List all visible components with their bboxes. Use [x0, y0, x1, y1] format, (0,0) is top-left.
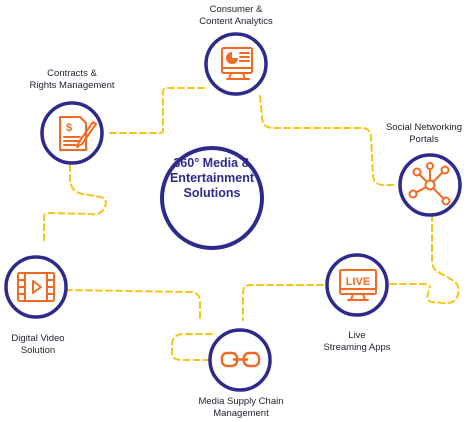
connector-video-supply — [65, 289, 201, 321]
live-tv-icon: LIVE — [339, 269, 377, 301]
label-supply-chain: Media Supply Chain Management — [198, 396, 284, 419]
svg-text:$: $ — [66, 122, 72, 134]
label-social: Social Networking Portals — [385, 122, 463, 145]
label-consumer-analytics: Consumer & Content Analytics — [199, 4, 273, 27]
video-player-icon — [17, 272, 55, 302]
label-digital-video: Digital Video Solution — [11, 333, 65, 356]
connector-supply-loop — [171, 333, 213, 361]
connector-contracts-analytics — [109, 87, 208, 134]
center-title-line2: Entertainment — [169, 171, 255, 185]
node-ring-analytics — [204, 32, 268, 96]
live-badge-text: LIVE — [346, 276, 370, 288]
center-title: 360° Media & Entertainment Solutions — [150, 156, 274, 201]
connector-lines — [43, 87, 460, 361]
connector-analytics-social — [259, 95, 397, 186]
center-title-line3: Solutions — [183, 186, 241, 200]
connector-live-supply — [242, 284, 324, 321]
label-live-streaming: Live Streaming Apps — [323, 330, 391, 353]
chain-link-icon — [220, 351, 261, 368]
center-title-line1: 360° Media & — [173, 156, 251, 170]
contract-document-icon: $ — [59, 116, 97, 151]
node-ring-video — [4, 255, 68, 319]
center-hub — [160, 146, 264, 250]
connector-contracts-loop — [43, 164, 107, 243]
connector-social-loop — [426, 214, 460, 305]
label-contracts: Contracts & Rights Management — [29, 68, 115, 91]
analytics-dashboard-icon — [221, 47, 253, 80]
network-hub-icon — [408, 162, 451, 206]
